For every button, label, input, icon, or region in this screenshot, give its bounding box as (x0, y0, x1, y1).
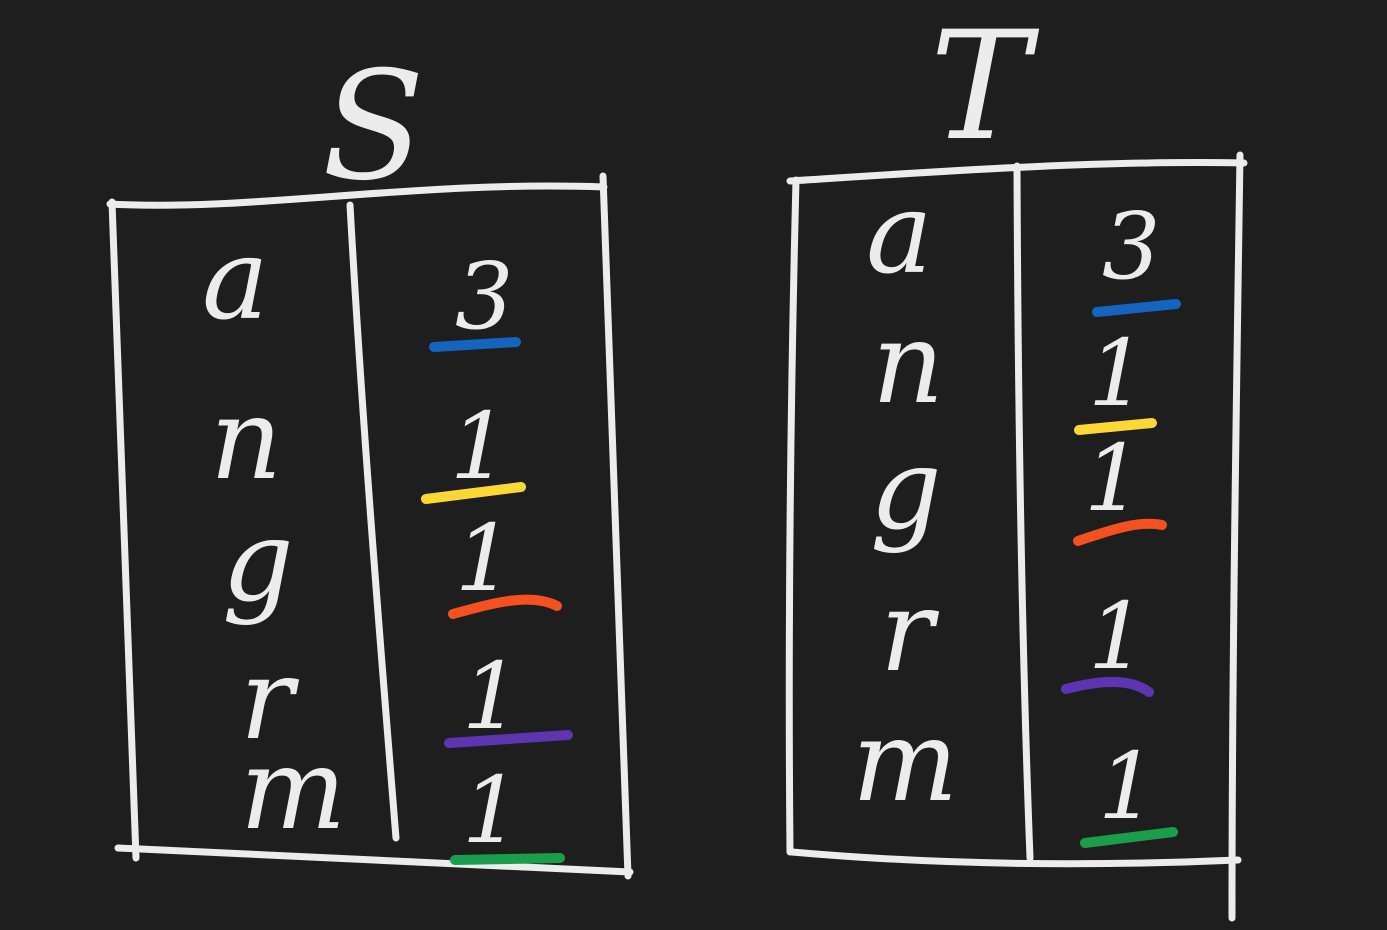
table-t-bottom-border (788, 848, 1242, 868)
table-t-underline-n (1074, 418, 1157, 435)
table-s-char-r: r (240, 635, 300, 765)
table-t-count-n: 1 (1088, 320, 1147, 427)
table-t-char-a: a (866, 169, 933, 299)
table-s-count-g: 1 (455, 505, 514, 612)
table-t-underline-g (1073, 518, 1167, 546)
table-s-count-r: 1 (462, 643, 521, 750)
table-s-underline-m (450, 853, 565, 865)
table-s-underline-g (448, 594, 562, 619)
table-s-title: S (322, 40, 425, 214)
table-t-left-border (785, 176, 800, 856)
table-t-count-r: 1 (1088, 583, 1147, 690)
table-t-count-a: 3 (1102, 193, 1161, 300)
table-s-count-n: 1 (450, 393, 509, 500)
table-t-title: T (930, 0, 1040, 174)
table-t-count-g: 1 (1084, 425, 1143, 532)
table-t-right-border (1228, 151, 1244, 922)
table-t-char-n: n (872, 299, 944, 429)
table-s-top-border (106, 182, 608, 209)
table-t-underline-a (1092, 299, 1181, 317)
table-s-right-border (599, 172, 632, 880)
table-t-char-m: m (852, 697, 958, 827)
table-t-char-r: r (880, 567, 940, 697)
table-s-bottom-border (114, 844, 634, 876)
table-t-underline-m (1080, 827, 1178, 848)
table-s: S a n g r m 3 1 1 1 1 (106, 40, 634, 880)
table-t-column-divider (1013, 162, 1034, 862)
table-s-char-a: a (202, 215, 269, 345)
table-s-char-g: g (222, 497, 294, 627)
table-s-char-n: n (210, 375, 282, 505)
table-t-char-g: g (870, 425, 942, 555)
table-s-count-a: 3 (455, 243, 514, 350)
table-t-underline-r (1061, 676, 1154, 697)
table-s-underline-n (421, 482, 526, 504)
table-s-left-border (108, 198, 140, 862)
table-s-char-m: m (240, 725, 346, 855)
table-s-count-m: 1 (462, 757, 521, 864)
table-t: T a n g r m 3 1 1 1 1 (785, 0, 1248, 922)
table-t-count-m: 1 (1098, 733, 1157, 840)
table-s-column-divider (346, 201, 400, 842)
table-s-underline-r (444, 730, 573, 748)
table-s-underline-a (429, 337, 521, 352)
